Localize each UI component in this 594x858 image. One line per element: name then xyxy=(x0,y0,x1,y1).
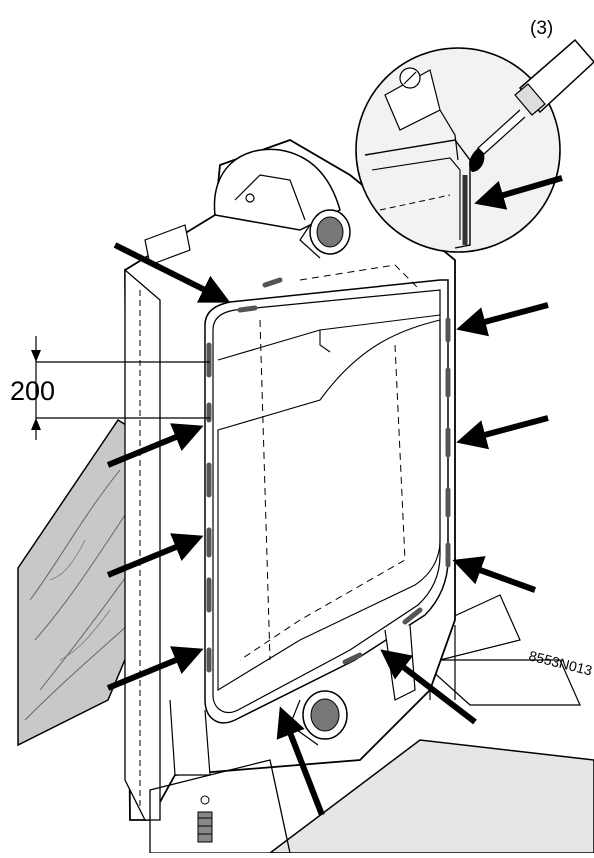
arrow-icon xyxy=(380,649,477,725)
magnifier-icon: (3) xyxy=(355,18,561,253)
arrow-icon xyxy=(106,646,204,691)
arrow-icon xyxy=(456,415,549,450)
pipe-stub-bottom xyxy=(289,690,348,746)
pipe-stub-top xyxy=(299,209,351,259)
sealant-tube-icon xyxy=(469,38,594,172)
arrow-icon xyxy=(113,242,231,303)
arrow-icon xyxy=(474,175,563,210)
arrow-icon xyxy=(106,533,204,578)
floor-platform xyxy=(267,594,594,854)
seal-strips xyxy=(206,277,451,673)
arrow-icon xyxy=(452,556,537,593)
arrow-icon xyxy=(276,706,325,817)
dimension-label: 200 xyxy=(10,376,55,406)
arrow-icon xyxy=(456,302,549,337)
arrow-icon xyxy=(106,423,204,468)
callout-label: (3) xyxy=(530,18,553,39)
wood-support-icon xyxy=(17,418,151,747)
boiler-casing xyxy=(124,139,456,821)
dimension-marker: 200 xyxy=(10,336,210,440)
arrows xyxy=(106,175,563,817)
